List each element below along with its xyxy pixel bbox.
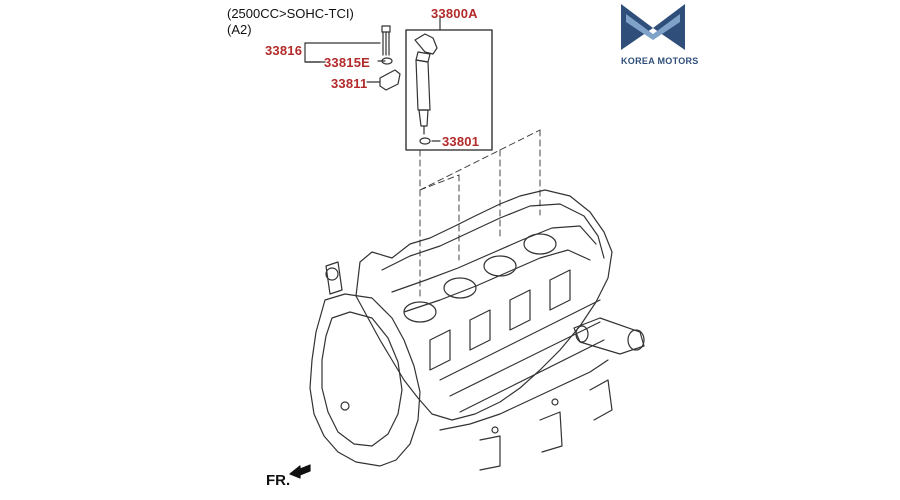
part-label-33801: 33801 — [442, 134, 480, 149]
engine-block-lower — [439, 359, 613, 471]
injector-33800A — [414, 33, 438, 135]
front-direction-arrow — [289, 464, 311, 479]
injector-detail-box — [405, 29, 493, 151]
front-direction-label: FR. — [266, 472, 291, 489]
oring-33801 — [419, 137, 431, 145]
part-label-33800A: 33800A — [431, 6, 478, 21]
logo-center-chevron — [626, 14, 680, 40]
engine-spec: (2500CC>SOHC-TCI) — [227, 6, 354, 21]
clamp-33811 — [379, 69, 401, 91]
assembly-guides — [419, 129, 541, 297]
variant-code: (A2) — [227, 22, 252, 37]
cylinder-head — [355, 189, 613, 421]
bolt-33816 — [381, 25, 391, 56]
logo-text: KOREA MOTORS — [621, 56, 699, 66]
part-label-33811: 33811 — [331, 76, 368, 91]
part-label-33815E: 33815E — [324, 55, 371, 70]
timing-cover — [309, 261, 421, 467]
washer-33815E — [381, 57, 393, 65]
part-label-33816: 33816 — [265, 43, 303, 58]
intake-pipe — [573, 317, 645, 355]
